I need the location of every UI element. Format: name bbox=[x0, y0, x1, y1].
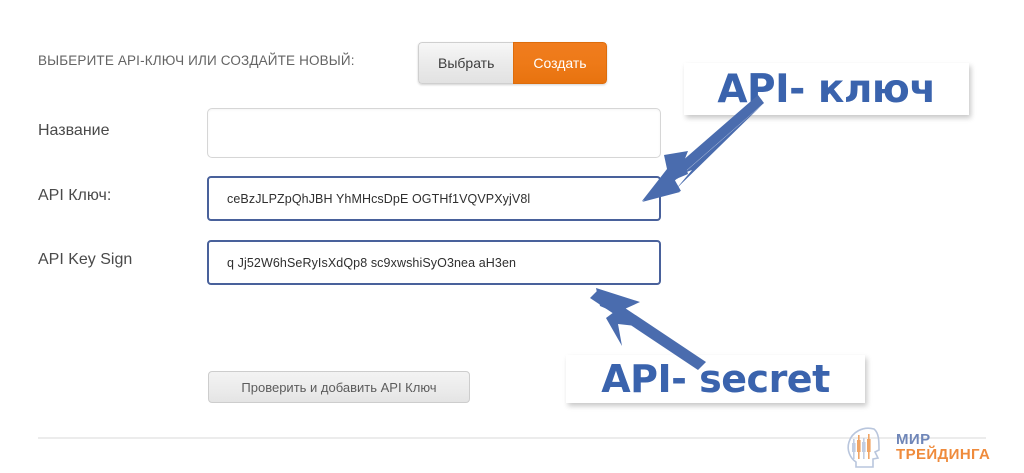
api-key-sign-input[interactable]: q Jj52W6hSeRyIsXdQp8 sc9xwshiSyO3nea aH3… bbox=[207, 240, 661, 285]
watermark-line-1: МИР bbox=[896, 430, 931, 448]
api-key-sign-input-value: q Jj52W6hSeRyIsXdQp8 sc9xwshiSyO3nea aH3… bbox=[227, 255, 517, 270]
annotation-api-key-callout: API- ключ bbox=[684, 63, 969, 115]
verify-and-add-api-key-button[interactable]: Проверить и добавить API Ключ bbox=[208, 371, 470, 403]
name-input[interactable] bbox=[207, 108, 661, 158]
watermark-line-2: ТРЕЙДИНГА bbox=[896, 446, 991, 463]
api-key-input-value: ceBzJLPZpQhJBH YhMHcsDpE OGTHf1VQVPXyjV8… bbox=[227, 191, 531, 206]
create-new-key-button[interactable]: Создать bbox=[513, 42, 607, 84]
trader-head-chart-icon bbox=[847, 427, 880, 468]
annotation-api-secret-callout: API- secret bbox=[566, 355, 865, 403]
annotation-api-key-arrow-icon bbox=[642, 95, 764, 202]
footer-divider bbox=[38, 437, 986, 439]
annotation-api-secret-arrow-icon bbox=[590, 288, 706, 370]
select-existing-key-button[interactable]: Выбрать bbox=[418, 42, 514, 84]
field-row-api-key-sign: API Key Sign q Jj52W6hSeRyIsXdQp8 sc9xws… bbox=[38, 240, 678, 288]
name-field-label: Название bbox=[38, 122, 110, 139]
mode-prompt-label: ВЫБЕРИТЕ API-КЛЮЧ ИЛИ СОЗДАЙТЕ НОВЫЙ: bbox=[38, 53, 355, 68]
watermark-logo: МИР ТРЕЙДИНГА bbox=[843, 423, 1023, 471]
mode-toggle-group[interactable]: Выбрать Создать bbox=[418, 42, 607, 84]
api-key-field-label: API Ключ: bbox=[38, 187, 112, 204]
field-row-api-key: API Ключ: ceBzJLPZpQhJBH YhMHcsDpE OGTHf… bbox=[38, 176, 678, 224]
api-key-input[interactable]: ceBzJLPZpQhJBH YhMHcsDpE OGTHf1VQVPXyjV8… bbox=[207, 176, 661, 221]
api-key-sign-field-label: API Key Sign bbox=[38, 251, 133, 268]
api-key-mode-row: ВЫБЕРИТЕ API-КЛЮЧ ИЛИ СОЗДАЙТЕ НОВЫЙ: Вы… bbox=[38, 42, 638, 86]
field-row-name: Название bbox=[38, 108, 678, 164]
